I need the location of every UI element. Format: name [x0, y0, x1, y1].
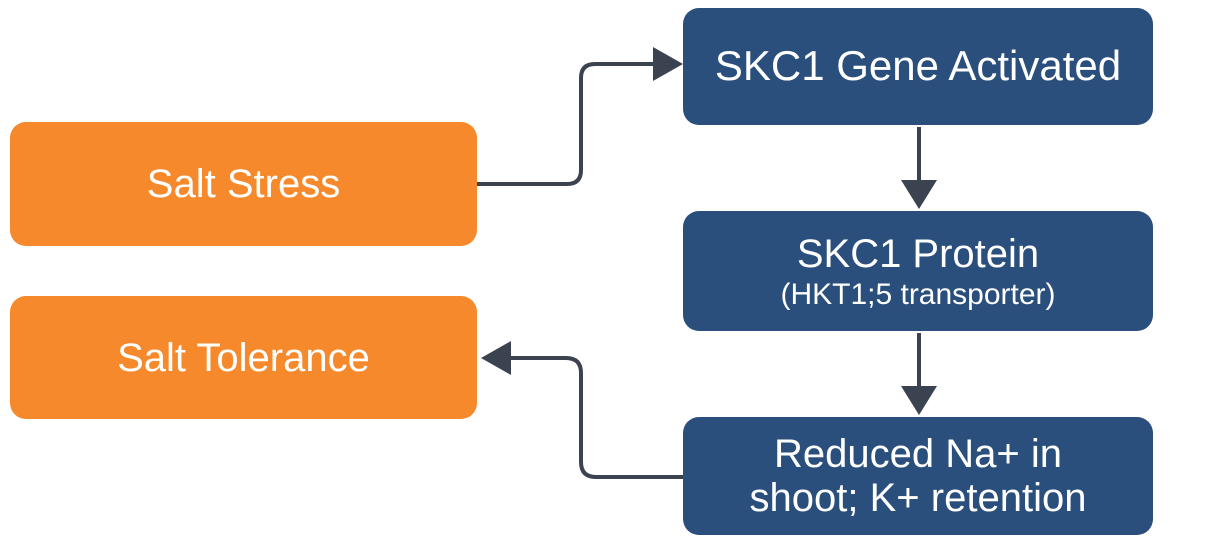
edge-skc1-gene-to-skc1-protein-arrowhead-icon — [901, 180, 937, 209]
node-skc1-protein-sublabel: (HKT1;5 transporter) — [780, 277, 1056, 311]
edge-reduced-na-to-salt-tolerance-line — [511, 356, 683, 479]
node-skc1-protein-label: SKC1 Protein — [796, 231, 1040, 276]
node-salt-tolerance-label: Salt Tolerance — [117, 335, 370, 380]
node-salt-stress: Salt Stress — [10, 122, 477, 246]
edge-reduced-na-to-salt-tolerance-arrowhead-icon — [481, 341, 511, 375]
edge-salt-stress-to-skc1-gene-arrowhead-icon — [653, 47, 683, 81]
edge-skc1-protein-to-reduced-na-arrowhead-icon — [901, 386, 937, 415]
node-skc1-gene-activated: SKC1 Gene Activated — [683, 8, 1153, 125]
node-reduced-na-shoot: Reduced Na+ in shoot; K+ retention — [683, 417, 1153, 535]
node-salt-tolerance: Salt Tolerance — [10, 296, 477, 419]
edge-salt-stress-to-skc1-gene-line — [477, 62, 653, 186]
node-reduced-na-shoot-label-line1: Reduced Na+ in — [774, 432, 1062, 476]
node-skc1-gene-activated-label: SKC1 Gene Activated — [714, 42, 1122, 90]
node-reduced-na-shoot-label-line2: shoot; K+ retention — [749, 476, 1087, 520]
node-reduced-na-shoot-label: Reduced Na+ in shoot; K+ retention — [750, 432, 1087, 520]
node-skc1-protein: SKC1 Protein (HKT1;5 transporter) — [683, 211, 1153, 331]
node-salt-stress-label: Salt Stress — [146, 162, 341, 206]
